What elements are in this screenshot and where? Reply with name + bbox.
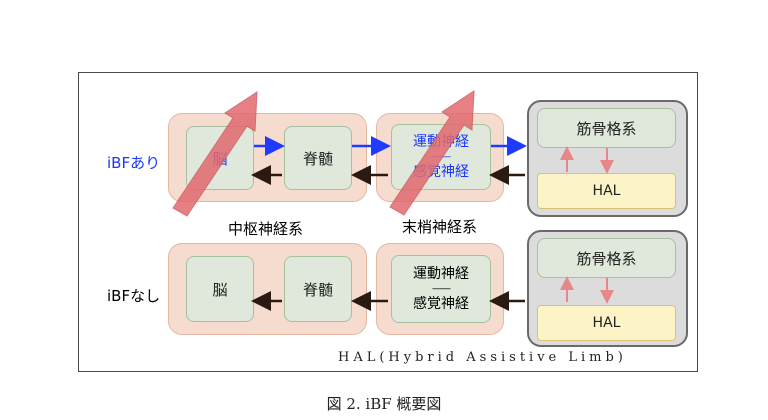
spinal-node-without: 脊髄 <box>284 256 352 322</box>
cns-label: 中枢神経系 <box>228 220 304 238</box>
hal-node-without: HAL <box>537 305 676 341</box>
figure-caption: 図 2. iBF 概要図 <box>326 395 442 413</box>
musculoskeletal-node-with: 筋骨格系 <box>537 108 676 148</box>
ibf-with-label: iBFあり <box>107 154 161 172</box>
nerve-node-without: 運動神経 -------- 感覚神経 <box>391 255 491 323</box>
hal-footnote: HAL(Hybrid Assistive Limb) <box>338 350 627 365</box>
motor-nerve-label-without: 運動神経 <box>413 266 469 282</box>
nerve-separator-without: -------- <box>432 284 451 294</box>
spinal-node-with: 脊髄 <box>284 126 352 190</box>
ibf-without-label: iBFなし <box>107 287 161 305</box>
musculoskeletal-node-without: 筋骨格系 <box>537 238 676 278</box>
brain-node-without: 脳 <box>186 256 254 322</box>
hal-node-with: HAL <box>537 173 676 209</box>
highlight-arrow-cns <box>172 91 258 217</box>
highlight-arrow-pns <box>389 90 475 216</box>
sensory-nerve-label-without: 感覚神経 <box>413 296 469 312</box>
pns-label: 末梢神経系 <box>402 218 478 236</box>
